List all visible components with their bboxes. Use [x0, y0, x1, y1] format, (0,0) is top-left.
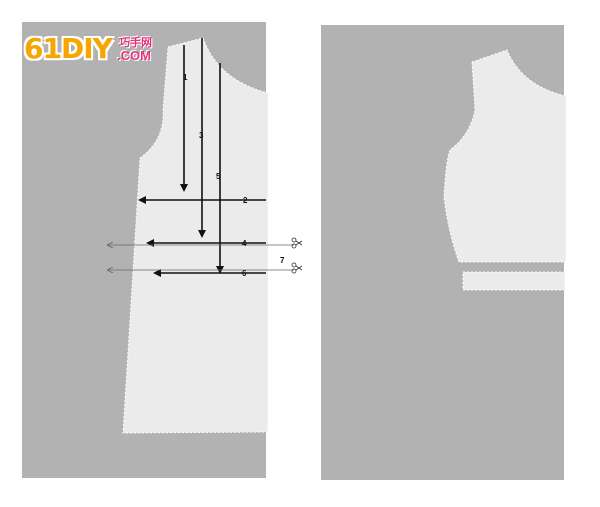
scissors-icon — [291, 237, 303, 249]
label-3: 3 — [199, 131, 204, 140]
site-logo: 61DIY 巧手网 .COM — [24, 22, 174, 70]
label-5: 5 — [216, 172, 221, 181]
right-waistband-strip — [462, 271, 566, 291]
label-7: 7 — [280, 256, 285, 265]
label-1: 1 — [183, 73, 188, 82]
logo-main-text: 61DIY — [24, 32, 113, 65]
right-bodice-piece — [443, 49, 567, 263]
logo-chinese-text: 巧手网 — [119, 37, 152, 49]
label-2: 2 — [243, 196, 248, 205]
label-6: 6 — [242, 269, 247, 278]
scissors-icon — [291, 262, 303, 274]
label-4: 4 — [242, 239, 247, 248]
left-pattern-piece — [122, 37, 269, 434]
logo-domain-text: .COM — [117, 48, 151, 63]
